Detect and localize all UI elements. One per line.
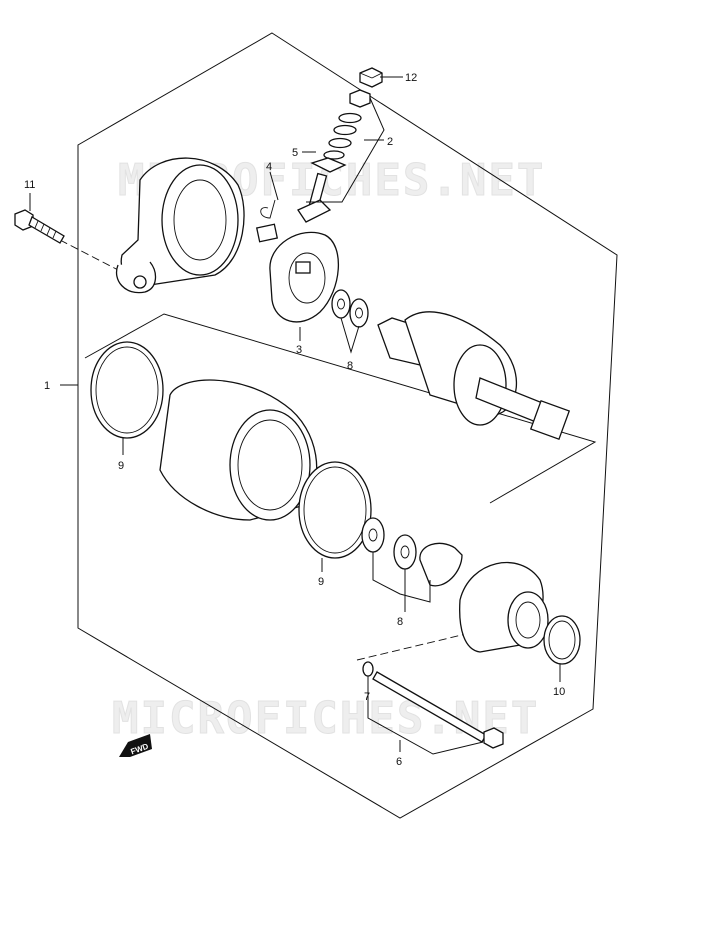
leader-lines [29,76,561,755]
axis-line-through-bolt [356,633,467,661]
armature [377,311,571,441]
callout-2: 2 [387,136,393,148]
callout-11: 11 [24,179,35,191]
assembly-outline [77,32,618,819]
front-housing [459,561,549,653]
rear-end-cover [115,157,245,294]
callout-7: 7 [364,691,370,703]
brush-spring-part-4 [255,199,279,243]
callout-6: 6 [396,756,402,768]
washers-part-8-bottom [361,517,463,587]
yoke-motor-case [159,379,318,521]
callout-4: 4 [266,161,272,173]
callout-1: 1 [44,380,50,392]
bolt-part-11 [14,209,65,244]
o-ring-part-9-right [298,461,372,559]
callout-12: 12 [405,72,417,84]
callout-9-left: 9 [118,460,124,472]
o-ring-part-10 [543,615,581,665]
callout-3: 3 [296,344,302,356]
callout-8-top: 8 [347,360,353,372]
yoke-group-outline [84,313,597,504]
nut-part-12 [359,67,383,88]
callout-8-bottom: 8 [397,616,403,628]
axis-line-bolt [59,239,123,273]
terminal-kit-part-2 [297,89,371,223]
callout-10: 10 [553,686,565,698]
insulator-part-5 [310,157,347,173]
callout-9-right: 9 [318,576,324,588]
brush-plate-part-3 [269,231,339,323]
o-ring-part-9-left [90,341,164,439]
washer-part-7 [362,661,374,677]
watermark-bottom: MICROFICHES.NET [112,693,539,744]
callout-5: 5 [292,147,298,159]
washers-part-8-top [331,289,369,328]
